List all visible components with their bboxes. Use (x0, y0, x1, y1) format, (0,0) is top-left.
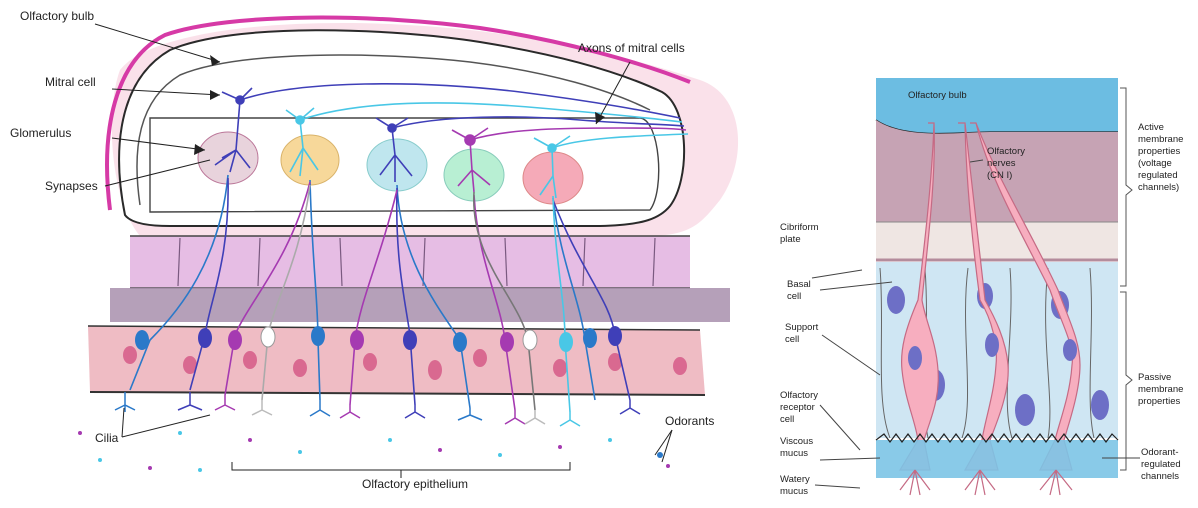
svg-text:Olfactory: Olfactory (780, 390, 818, 401)
svg-text:channels: channels (1141, 471, 1179, 482)
glomerulus-2 (281, 135, 339, 185)
odorants-label: Odorants (665, 414, 714, 428)
svg-text:Active: Active (1138, 122, 1164, 133)
svg-text:Passive: Passive (1138, 372, 1171, 383)
right-cribriform-plate (876, 222, 1118, 260)
viscous-mucus-layer (876, 440, 1118, 478)
svg-text:mucus: mucus (780, 448, 808, 459)
svg-text:channels): channels) (1138, 182, 1179, 193)
svg-text:Support: Support (785, 322, 819, 333)
cribriform-plate-label: Cibriform plate (780, 222, 819, 245)
synapses-label: Synapses (45, 179, 98, 193)
viscous-mucus-label: Viscous mucus (780, 436, 813, 459)
svg-text:regulated: regulated (1141, 459, 1181, 470)
svg-text:Watery: Watery (780, 474, 810, 485)
olfactory-epithelium-label: Olfactory epithelium (362, 477, 468, 491)
svg-text:Odorant-: Odorant- (1141, 447, 1179, 458)
svg-text:(CN I): (CN I) (987, 170, 1012, 181)
lamina-propria (110, 288, 730, 322)
glomerulus-label: Glomerulus (10, 126, 71, 140)
svg-text:(voltage: (voltage (1138, 158, 1172, 169)
right-brackets (1120, 88, 1132, 470)
mitral-cell-label: Mitral cell (45, 75, 96, 89)
cilia-label: Cilia (95, 431, 119, 445)
svg-text:cell: cell (780, 414, 794, 425)
olfactory-bulb-label: Olfactory bulb (20, 9, 94, 23)
active-membrane-label: Active membrane properties (voltage regu… (1138, 122, 1183, 193)
svg-text:regulated: regulated (1138, 170, 1178, 181)
svg-text:Viscous: Viscous (780, 436, 813, 447)
svg-text:properties: properties (1138, 146, 1180, 157)
support-cell-label: Support cell (785, 322, 819, 345)
svg-text:membrane: membrane (1138, 384, 1183, 395)
svg-text:receptor: receptor (780, 402, 815, 413)
svg-text:Basal: Basal (787, 279, 811, 290)
glomerulus-3 (367, 139, 427, 191)
svg-text:plate: plate (780, 234, 801, 245)
passive-membrane-label: Passive membrane properties (1138, 372, 1183, 407)
basal-cell-label: Basal cell (787, 279, 811, 302)
right-panel: Olfactory bulb Olfactory nerves (CN I) C… (780, 78, 1183, 497)
odorant-channels-label: Odorant- regulated channels (1141, 447, 1181, 482)
right-bulb (876, 78, 1118, 134)
epithelium-bracket (232, 462, 570, 478)
svg-text:cell: cell (785, 334, 799, 345)
watery-mucus-label: Watery mucus (780, 474, 810, 497)
svg-text:cell: cell (787, 291, 801, 302)
cilia (115, 392, 640, 426)
olfactory-receptor-cell-label: Olfactory receptor cell (780, 390, 818, 425)
odorant-dots (78, 431, 670, 472)
svg-text:Olfactory: Olfactory (987, 146, 1025, 157)
svg-text:mucus: mucus (780, 486, 808, 497)
svg-text:Cibriform: Cibriform (780, 222, 819, 233)
svg-text:membrane: membrane (1138, 134, 1183, 145)
svg-text:properties: properties (1138, 396, 1180, 407)
axons-of-mitral-cells-label: Axons of mitral cells (578, 41, 685, 55)
right-olfactory-bulb-label: Olfactory bulb (908, 90, 967, 101)
svg-text:nerves: nerves (987, 158, 1016, 169)
cribriform-plate (130, 236, 690, 288)
left-panel: Olfactory bulb Mitral cell Glomerulus Sy… (10, 9, 738, 491)
